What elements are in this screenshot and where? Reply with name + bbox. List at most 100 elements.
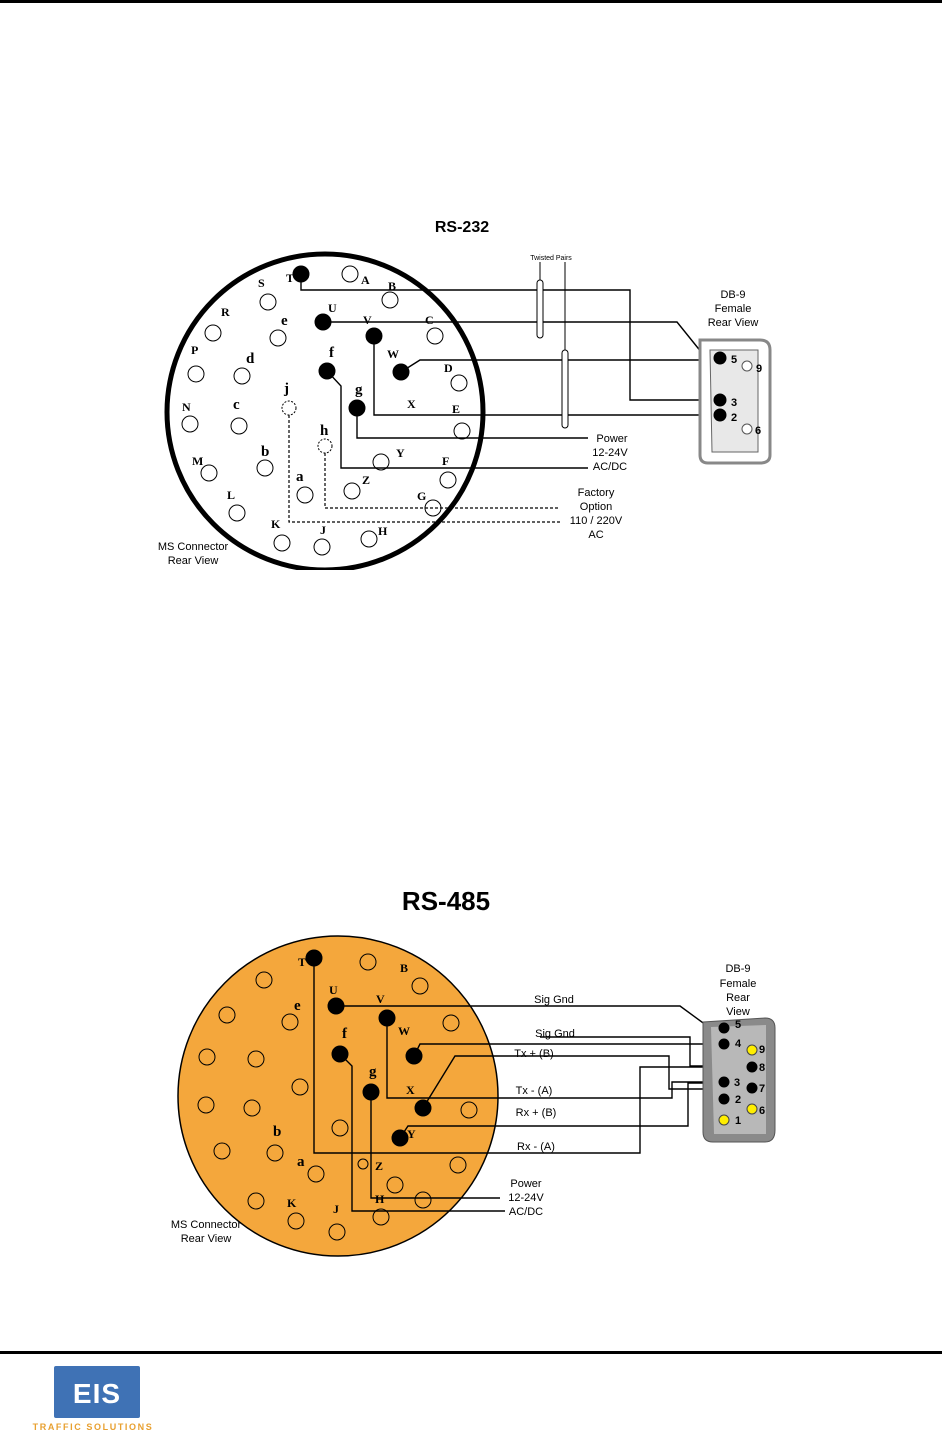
- svg-text:T: T: [298, 955, 306, 969]
- svg-text:AC/DC: AC/DC: [593, 461, 627, 473]
- svg-text:A: A: [361, 273, 370, 287]
- svg-text:Rear View: Rear View: [168, 555, 219, 567]
- svg-text:U: U: [328, 301, 337, 315]
- svg-text:Sig Gnd: Sig Gnd: [534, 994, 574, 1006]
- svg-text:12-24V: 12-24V: [592, 447, 628, 459]
- connector-holes-485: [197, 953, 478, 1241]
- svg-text:N: N: [182, 400, 191, 414]
- svg-text:K: K: [271, 517, 281, 531]
- svg-text:AC/DC: AC/DC: [509, 1206, 543, 1218]
- svg-text:9: 9: [756, 363, 762, 375]
- twisted-pairs-label: Twisted Pairs: [530, 255, 572, 262]
- svg-text:110 / 220V: 110 / 220V: [570, 515, 623, 527]
- svg-text:AC: AC: [588, 529, 603, 541]
- svg-text:DB-9: DB-9: [725, 963, 750, 975]
- svg-text:B: B: [388, 279, 396, 293]
- svg-text:g: g: [355, 382, 363, 398]
- svg-text:H: H: [378, 524, 388, 538]
- svg-text:Sig Gnd: Sig Gnd: [535, 1028, 575, 1040]
- rs232-db9: DB-9 Female Rear View 5 9 3 2 6: [698, 289, 772, 465]
- svg-text:Tx - (A): Tx - (A): [516, 1085, 553, 1097]
- rs232-diagram: RS-232: [158, 219, 772, 570]
- svg-text:9: 9: [759, 1044, 765, 1056]
- rs232-title: RS-232: [435, 219, 489, 236]
- svg-text:S: S: [258, 276, 265, 290]
- svg-text:U: U: [329, 983, 338, 997]
- svg-text:J: J: [320, 523, 326, 537]
- svg-text:H: H: [375, 1192, 385, 1206]
- svg-text:Z: Z: [375, 1159, 383, 1173]
- svg-text:L: L: [227, 488, 235, 502]
- svg-text:1: 1: [735, 1115, 741, 1127]
- svg-text:Rx - (A): Rx - (A): [517, 1141, 555, 1153]
- svg-text:D: D: [444, 361, 453, 375]
- svg-text:P: P: [191, 343, 198, 357]
- svg-text:12-24V: 12-24V: [508, 1192, 544, 1204]
- svg-text:5: 5: [731, 354, 737, 366]
- logo-text: EIS: [72, 1378, 122, 1409]
- svg-text:8: 8: [759, 1062, 765, 1074]
- svg-text:K: K: [287, 1196, 297, 1210]
- svg-text:e: e: [294, 998, 301, 1014]
- svg-text:2: 2: [735, 1094, 741, 1106]
- svg-text:MS Connector: MS Connector: [158, 541, 229, 553]
- svg-text:g: g: [369, 1064, 377, 1080]
- svg-text:a: a: [296, 469, 304, 485]
- pin-labels: T A S B R U V C e P d f W D j g N c X E …: [182, 271, 460, 538]
- svg-text:V: V: [376, 992, 385, 1006]
- svg-text:4: 4: [735, 1038, 742, 1050]
- svg-text:5: 5: [735, 1019, 741, 1031]
- svg-text:d: d: [246, 351, 255, 367]
- svg-text:G: G: [417, 489, 426, 503]
- svg-text:6: 6: [759, 1105, 765, 1117]
- svg-text:Power: Power: [596, 433, 628, 445]
- footer-rule: [0, 1351, 942, 1354]
- rs485-db9: DB-9 Female Rear View 5 9 4 8 3 7 2 6 1: [702, 963, 776, 1143]
- svg-text:J: J: [333, 1202, 339, 1216]
- svg-text:a: a: [297, 1154, 305, 1170]
- svg-text:X: X: [407, 397, 416, 411]
- svg-text:7: 7: [759, 1083, 765, 1095]
- svg-text:Y: Y: [396, 446, 405, 460]
- ms-connector-outline-485: [177, 935, 499, 1257]
- svg-text:f: f: [342, 1026, 348, 1042]
- svg-text:Option: Option: [580, 501, 612, 513]
- svg-text:3: 3: [734, 1077, 740, 1089]
- svg-text:2: 2: [731, 412, 737, 424]
- svg-text:F: F: [442, 454, 449, 468]
- ms-connector-outline: [164, 251, 486, 570]
- svg-text:Female: Female: [715, 303, 752, 315]
- logo-subtitle: TRAFFIC SOLUTIONS: [32, 1422, 154, 1432]
- rs485-title: RS-485: [402, 886, 490, 916]
- svg-text:Y: Y: [407, 1127, 416, 1141]
- logo-mark: [54, 1366, 140, 1418]
- rs485-diagram: RS-485 T: [171, 886, 776, 1257]
- svg-text:e: e: [281, 313, 288, 329]
- pin-labels-485: T B U V e f W g X Y b a Z H K J: [273, 955, 416, 1216]
- svg-text:Rear View: Rear View: [181, 1233, 232, 1245]
- eis-logo: EIS TRAFFIC SOLUTIONS: [18, 1366, 168, 1436]
- svg-text:M: M: [192, 454, 203, 468]
- svg-text:View: View: [726, 1006, 750, 1018]
- svg-text:b: b: [261, 444, 269, 460]
- svg-text:V: V: [363, 313, 372, 327]
- svg-text:Rear: Rear: [726, 992, 750, 1004]
- svg-text:6: 6: [755, 425, 761, 437]
- svg-text:T: T: [286, 271, 294, 285]
- twisted-pair-markers: Twisted Pairs: [530, 255, 572, 429]
- svg-text:W: W: [387, 347, 399, 361]
- svg-text:DB-9: DB-9: [720, 289, 745, 301]
- top-rule: [0, 0, 942, 3]
- svg-text:b: b: [273, 1124, 281, 1140]
- svg-text:Factory: Factory: [578, 487, 615, 499]
- svg-text:R: R: [221, 305, 230, 319]
- svg-text:C: C: [425, 313, 434, 327]
- svg-text:E: E: [452, 402, 460, 416]
- svg-text:f: f: [329, 345, 335, 361]
- svg-text:X: X: [406, 1083, 415, 1097]
- svg-text:j: j: [283, 381, 289, 397]
- svg-text:Tx + (B): Tx + (B): [514, 1048, 553, 1060]
- svg-text:W: W: [398, 1024, 410, 1038]
- svg-text:B: B: [400, 961, 408, 975]
- rs232-side-labels: Power 12-24V AC/DC Factory Option 110 / …: [158, 433, 629, 567]
